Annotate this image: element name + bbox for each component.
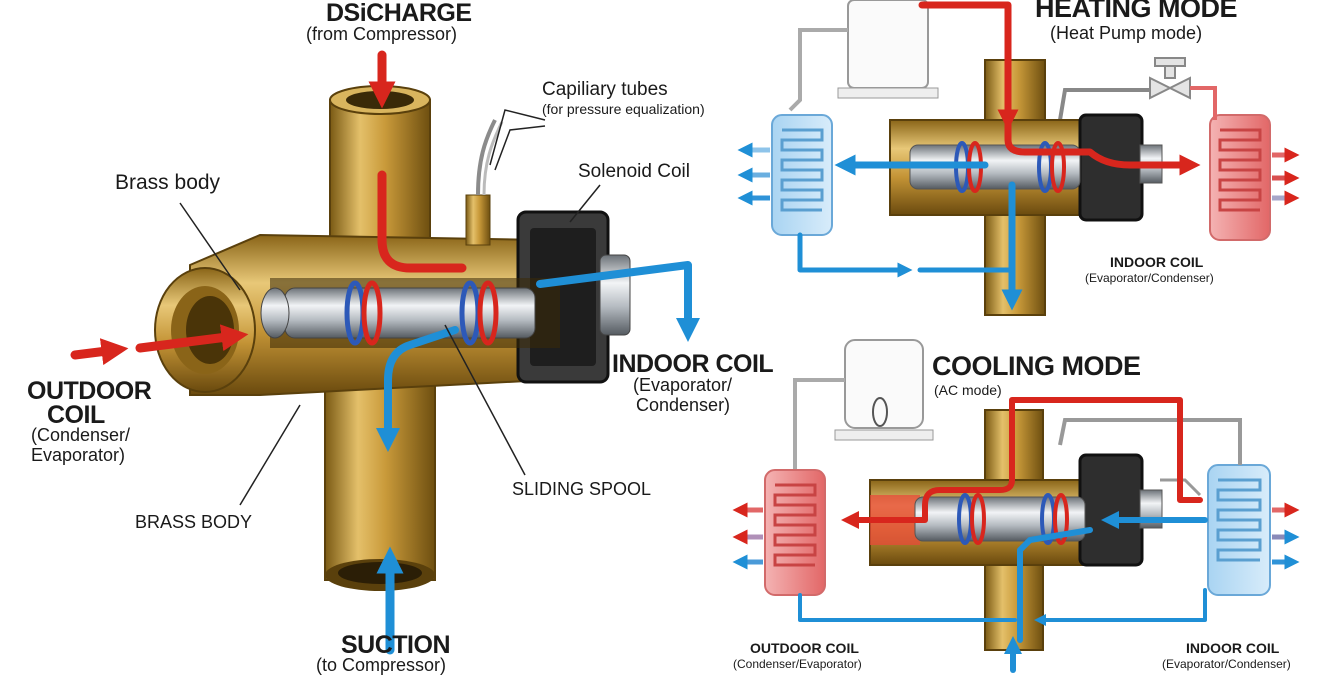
cooling-mode-subtitle: (AC mode)	[934, 382, 1002, 398]
indoor-coil-title: INDOOR COIL	[612, 350, 774, 378]
cooling-mode-schematic	[732, 339, 1300, 673]
discharge-subtitle: (from Compressor)	[306, 24, 458, 44]
outdoor-coil-sub-1: (Condenser/	[31, 425, 131, 445]
capillary-sublabel: (for pressure equalization)	[542, 101, 705, 117]
outdoor-coil-sub-2: Evaporator)	[31, 445, 126, 465]
indoor-coil-sub-1: (Evaporator/	[633, 375, 733, 395]
heating-mode-subtitle: (Heat Pump mode)	[1050, 23, 1203, 43]
heating-indoor-coil-sub: (Evaporator/Condenser)	[1085, 271, 1214, 285]
solenoid-label: Solenoid Coil	[578, 161, 690, 182]
brass-body-lower-label: BRASS BODY	[135, 512, 253, 532]
brass-body-upper-label: Brass body	[115, 171, 221, 194]
heating-mode-title: HEATING MODE	[1035, 0, 1238, 23]
sliding-spool-label: SLIDING SPOOL	[512, 479, 652, 499]
outdoor-coil-title-2: COIL	[47, 401, 105, 429]
suction-title: SUCTION	[341, 631, 451, 659]
capillary-label: Capiliary tubes	[542, 79, 668, 100]
heating-indoor-coil-title: INDOOR COIL	[1110, 254, 1204, 270]
cooling-indoor-coil-sub: (Evaporator/Condenser)	[1162, 657, 1291, 671]
discharge-title: DSiCHARGE	[326, 0, 472, 27]
cooling-outdoor-coil-title: OUTDOOR COIL	[750, 640, 859, 656]
indoor-coil-sub-2: Condenser)	[636, 395, 731, 415]
main-valve-body	[154, 85, 631, 591]
main-leader-lines	[179, 109, 601, 506]
cooling-mode-title: COOLING MODE	[932, 351, 1141, 381]
heating-mode-schematic	[737, 0, 1300, 316]
suction-subtitle: (to Compressor)	[316, 655, 447, 675]
main-flow-arrows	[70, 50, 700, 655]
outdoor-coil-title-1: OUTDOOR	[27, 377, 152, 405]
cooling-indoor-coil-title: INDOOR COIL	[1186, 640, 1280, 656]
cooling-outdoor-coil-sub: (Condenser/Evaporator)	[733, 657, 862, 671]
